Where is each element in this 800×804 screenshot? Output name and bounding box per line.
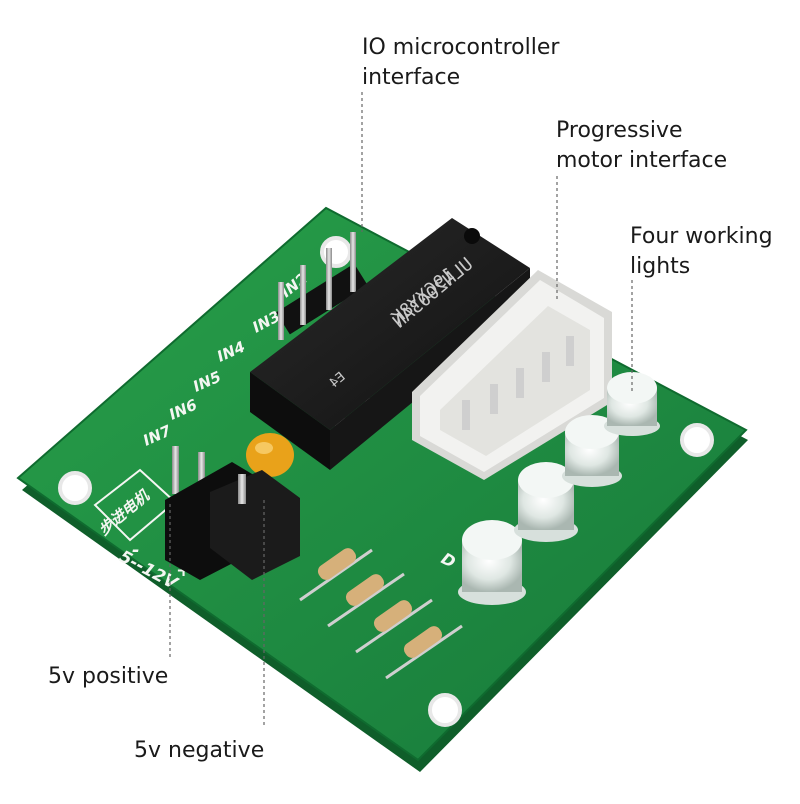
led bbox=[458, 520, 526, 605]
callout-line: Progressive bbox=[556, 118, 683, 143]
resistor bbox=[345, 574, 385, 606]
callout-line: IO microcontroller bbox=[362, 35, 560, 60]
callout-line: lights bbox=[630, 254, 691, 279]
power-header bbox=[165, 446, 300, 580]
resistor bbox=[317, 548, 357, 580]
callout-motor-interface: Progressive motor interface bbox=[556, 116, 727, 176]
status-leds bbox=[458, 372, 660, 605]
uln2003-chip: ULN2003AN 19CXY8K E4 bbox=[250, 218, 530, 470]
callout-line: Four working bbox=[630, 224, 773, 249]
positive-pin bbox=[172, 446, 179, 494]
callout-working-lights: Four working lights bbox=[630, 222, 773, 282]
led bbox=[604, 372, 660, 436]
callout-line: 5v negative bbox=[134, 738, 265, 763]
led bbox=[562, 415, 622, 487]
callout-line: interface bbox=[362, 65, 461, 90]
mount-hole bbox=[428, 693, 462, 727]
motor-connector bbox=[412, 270, 612, 480]
jumper-cap bbox=[210, 470, 300, 580]
mount-hole bbox=[58, 471, 92, 505]
input-header-pins bbox=[276, 232, 368, 340]
negative-pin bbox=[198, 452, 205, 500]
callout-line: 5v positive bbox=[48, 664, 169, 689]
led bbox=[514, 462, 578, 542]
capacitor bbox=[246, 433, 294, 477]
resistor bbox=[403, 626, 443, 658]
resistors bbox=[299, 548, 463, 680]
callout-5v-negative: 5v negative bbox=[134, 736, 264, 766]
callout-5v-positive: 5v positive bbox=[48, 662, 168, 692]
callout-io-interface: IO microcontroller interface bbox=[362, 33, 559, 93]
callout-line: motor interface bbox=[556, 148, 728, 173]
minus-sign: - bbox=[132, 540, 139, 561]
resistor bbox=[373, 600, 413, 632]
mount-hole bbox=[680, 423, 714, 457]
leader-lines bbox=[169, 92, 633, 728]
